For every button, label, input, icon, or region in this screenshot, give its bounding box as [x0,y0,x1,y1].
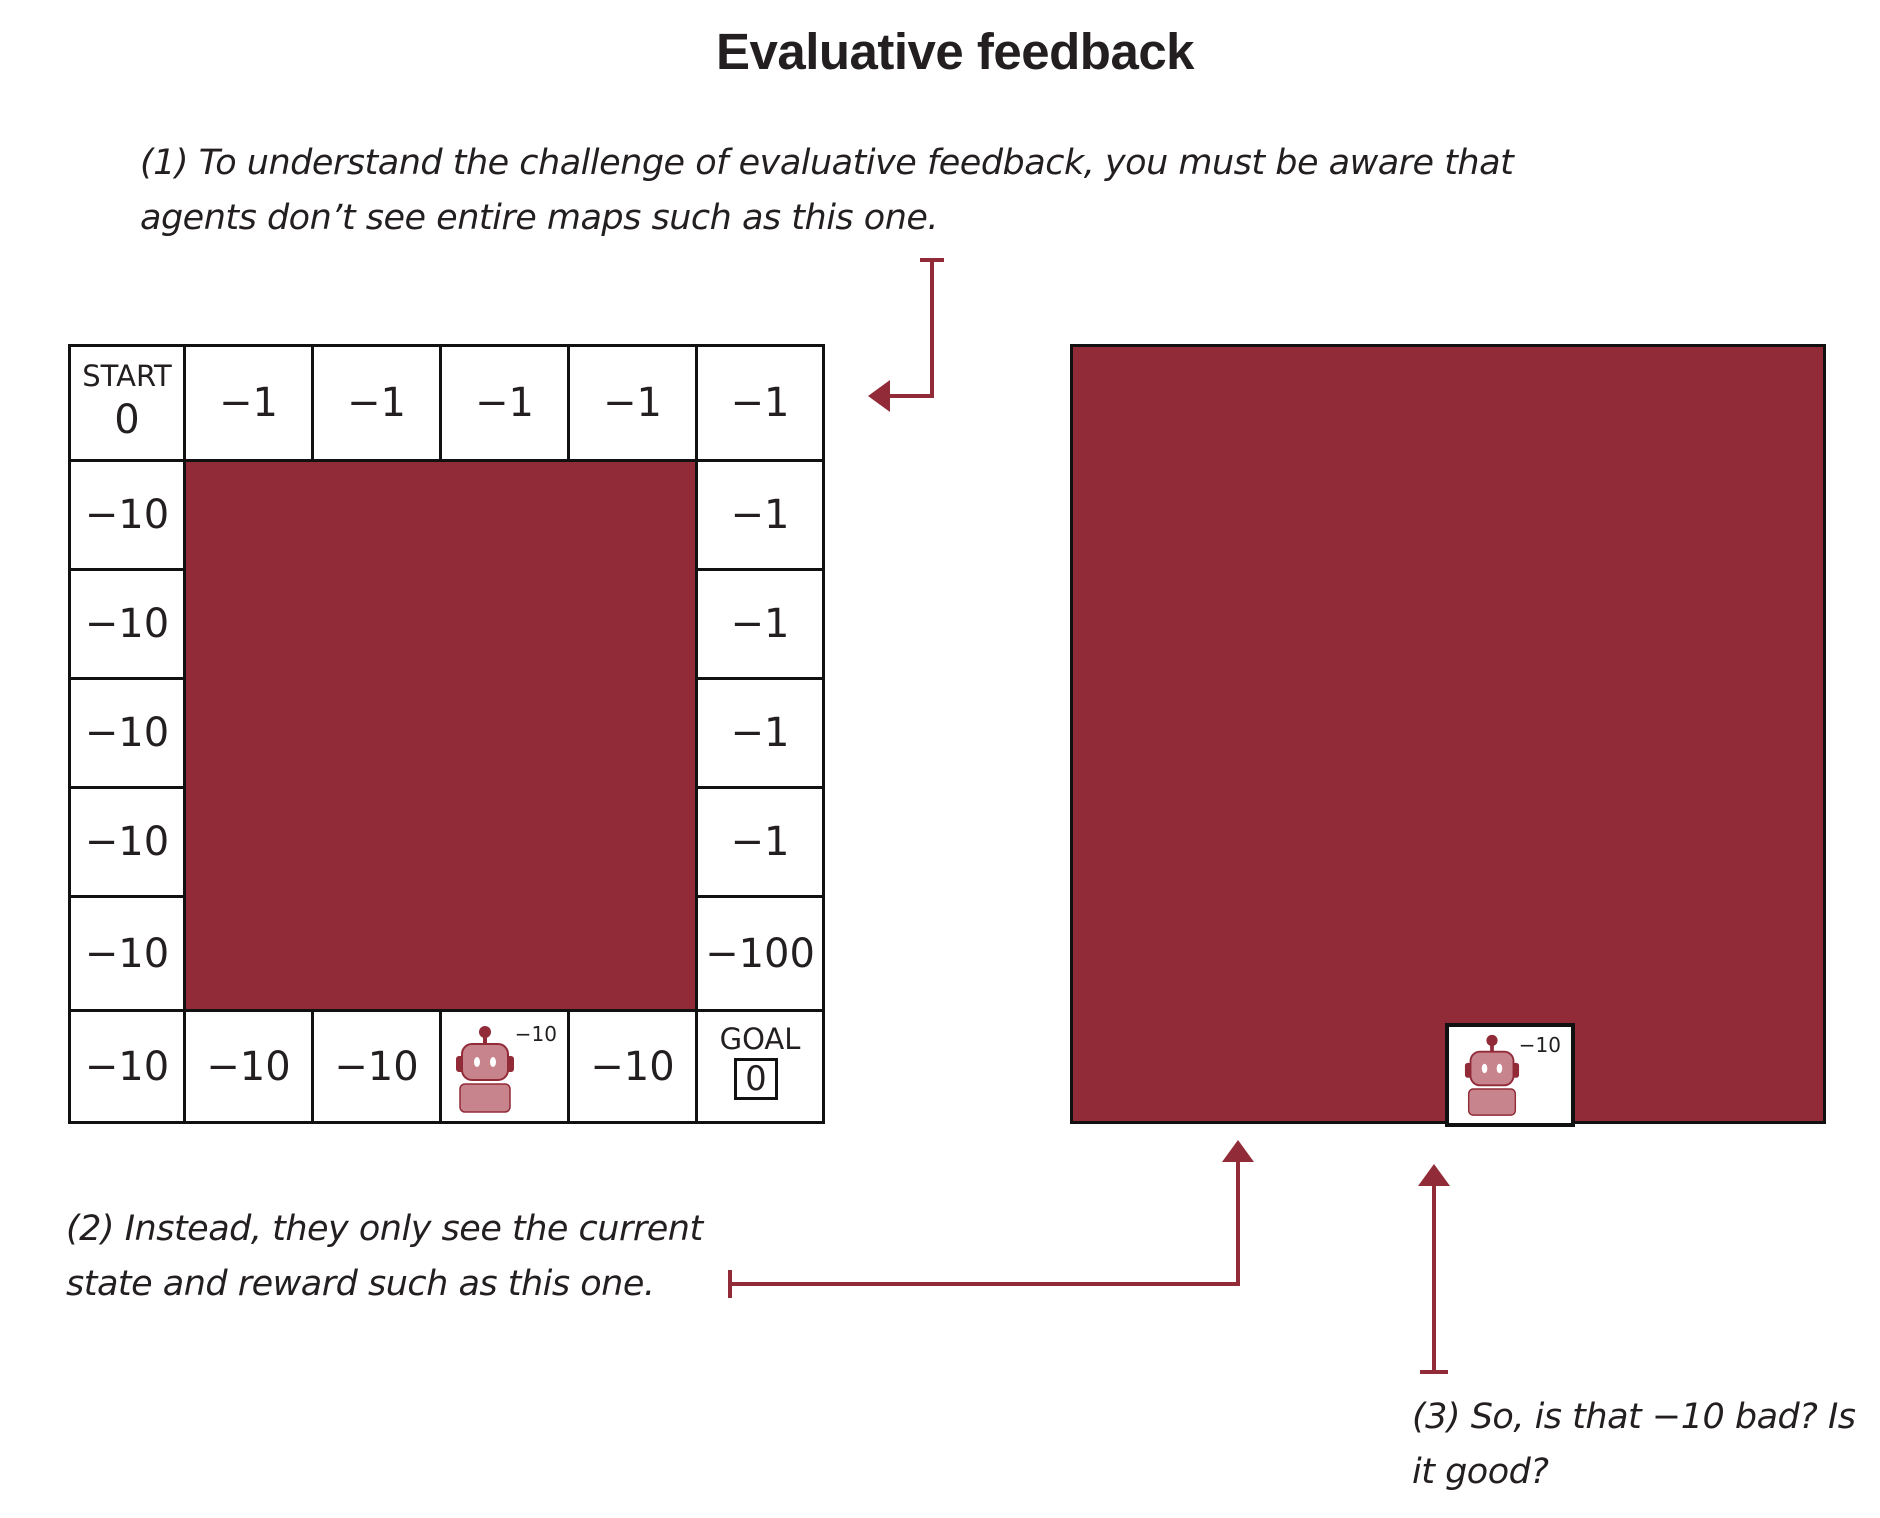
reward-value: −1 [219,380,278,426]
grid-cell: −1 [311,344,442,462]
wall-block [183,459,695,1011]
reward-value: −1 [475,380,534,426]
reward-value: −10 [84,710,170,756]
current-reward: −10 [1518,1033,1561,1057]
grid-cell: −1 [439,344,570,462]
reward-value: −1 [730,492,790,538]
robot-cell: −10 [439,1009,570,1124]
reward-value: −10 [590,1043,675,1090]
reward-value: −10 [334,1043,419,1090]
goal-cell: GOAL 0 [695,1009,825,1124]
arrow-2-line [730,1160,1240,1286]
arrow-2-head [1222,1140,1254,1162]
reward-value: −10 [84,492,170,538]
robot-icon [1464,1034,1520,1116]
grid-cell: −10 [68,568,186,680]
robot-icon [456,1026,514,1113]
annotation-1: (1) To understand the challenge of evalu… [140,143,1514,238]
grid-cell: −10 [68,677,186,789]
reward-value: −10 [84,1043,170,1090]
current-state-cell: −10 [1445,1023,1575,1127]
grid-cell: −10 [567,1009,698,1124]
grid-cell: −10 [68,786,186,898]
reward-value: −1 [603,380,662,426]
grid-cell: −10 [311,1009,442,1124]
grid-cell: −1 [695,786,825,898]
start-value: 0 [114,397,140,443]
diagram-title: Evaluative feedback [715,23,1195,80]
grid-cell: −10 [183,1009,314,1124]
reward-value: −1 [347,380,406,426]
goal-value: 0 [734,1058,778,1100]
reward-value: −10 [84,930,170,977]
grid-cell: −1 [695,677,825,789]
arrow-1-line [888,260,934,398]
reward-value: −100 [705,930,815,977]
agent-view-panel: −10 [1070,344,1826,1127]
grid-cell: −10 [68,459,186,571]
reward-value: −10 [206,1043,291,1090]
grid-cell: −1 [695,568,825,680]
reward-value: −1 [730,819,790,865]
grid-cell: −1 [567,344,698,462]
annotation-2: (2) Instead, they only see the current s… [66,1209,703,1304]
full-grid-map: START 0 −1 −1 −1 −1 −1 −10 −10 −10 −10 −… [68,344,825,1124]
robot-reward: −10 [514,1022,557,1046]
arrow-1-head [868,380,890,412]
start-cell: START 0 [68,344,186,462]
goal-label: GOAL [719,1022,801,1056]
reward-value: −10 [84,819,170,865]
annotation-3: (3) So, is that −10 bad? Is it good? [1412,1397,1856,1492]
reward-value: −10 [84,601,170,647]
reward-value: −1 [730,601,790,647]
reward-value: −1 [730,380,790,426]
grid-cell: −1 [695,459,825,571]
arrow-3-head [1418,1164,1450,1186]
reward-value: −1 [730,710,790,756]
start-label: START [82,359,172,393]
grid-cell: −1 [695,344,825,462]
